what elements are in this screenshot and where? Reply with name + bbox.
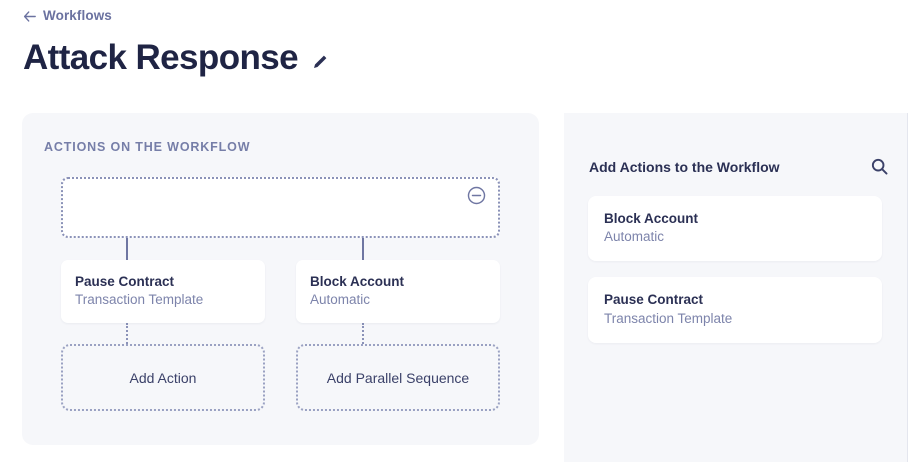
palette-item-subtitle: Automatic <box>604 229 665 245</box>
workflow-canvas-panel: ACTIONS ON THE WORKFLOW Pause Contract T… <box>22 113 539 445</box>
add-action-button[interactable]: Add Action <box>61 344 265 411</box>
action-card-subtitle: Transaction Template <box>75 292 204 308</box>
workflow-branch-2: Block Account Automatic Add Parallel Seq… <box>296 260 500 411</box>
workflow-branch-1: Pause Contract Transaction Template Add … <box>61 260 265 411</box>
connector-trigger-to-branch-1 <box>126 238 128 260</box>
page-header: Workflows Attack Response <box>0 0 916 77</box>
palette-heading: Add Actions to the Workflow <box>589 158 780 175</box>
palette-item-subtitle: Transaction Template <box>604 310 733 326</box>
workflow-trigger-box[interactable] <box>61 177 500 238</box>
arrow-left-icon <box>23 10 36 23</box>
panels-container: ACTIONS ON THE WORKFLOW Pause Contract T… <box>0 113 916 462</box>
workflow-action-card[interactable]: Block Account Automatic <box>296 260 500 323</box>
connector-trigger-to-branch-2 <box>362 238 364 260</box>
title-row: Attack Response <box>23 38 916 78</box>
page-title: Attack Response <box>23 38 299 78</box>
search-icon[interactable] <box>870 157 889 176</box>
connector-branch-1-to-add <box>126 323 128 344</box>
action-card-subtitle: Automatic <box>310 292 371 308</box>
palette-list: Block Account Automatic Pause Contract T… <box>588 196 882 359</box>
palette-item[interactable]: Pause Contract Transaction Template <box>588 277 882 343</box>
back-link-label: Workflows <box>43 8 112 23</box>
action-card-name: Pause Contract <box>75 274 175 289</box>
palette-header: Add Actions to the Workflow <box>589 157 889 176</box>
minus-circle-icon[interactable] <box>466 185 487 206</box>
back-to-workflows-link[interactable]: Workflows <box>23 9 112 23</box>
connector-branch-2-to-add <box>362 323 364 344</box>
palette-item[interactable]: Block Account Automatic <box>588 196 882 262</box>
palette-item-name: Pause Contract <box>604 292 704 308</box>
add-parallel-sequence-button[interactable]: Add Parallel Sequence <box>296 344 500 411</box>
palette-item-name: Block Account <box>604 211 699 226</box>
action-palette-panel: Add Actions to the Workflow Block Accoun… <box>564 113 908 462</box>
pencil-icon[interactable] <box>311 52 330 71</box>
action-card-name: Block Account <box>310 274 405 289</box>
section-label: ACTIONS ON THE WORKFLOW <box>44 140 251 154</box>
workflow-action-card[interactable]: Pause Contract Transaction Template <box>61 260 265 323</box>
